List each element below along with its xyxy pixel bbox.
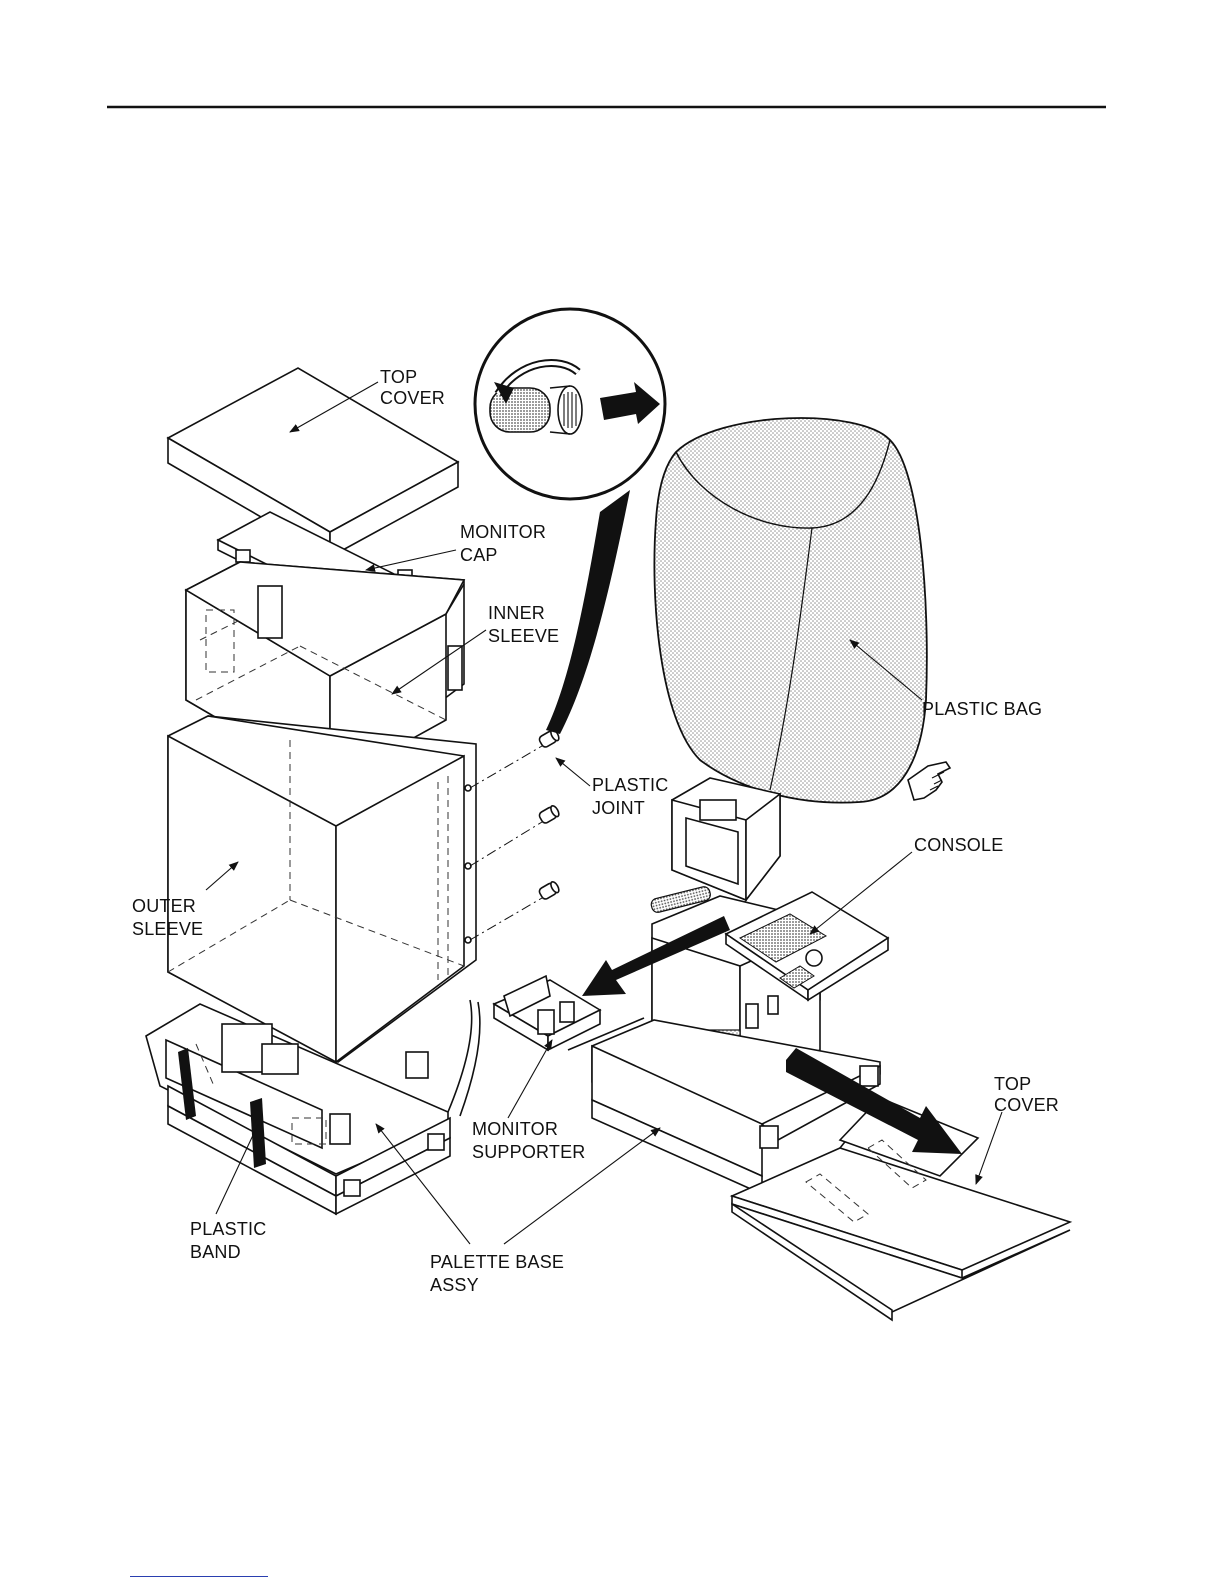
label-plastic-joint-line1: PLASTIC	[592, 775, 668, 795]
pointing-hand-icon	[908, 762, 950, 800]
label-plastic-bag: PLASTIC BAG	[922, 699, 1042, 719]
label-monitor-cap-line2: CAP	[460, 545, 498, 565]
label-outer-sleeve-line1: OUTER	[132, 896, 196, 916]
label-console: CONSOLE	[914, 835, 1003, 855]
label-palette-base-line1: PALETTE BASE	[430, 1252, 564, 1272]
label-plastic-joint-line2: JOINT	[592, 798, 645, 818]
label-plastic-band-line2: BAND	[190, 1242, 241, 1262]
plastic-joints	[470, 729, 560, 941]
label-top-cover-1-line2: COVER	[380, 388, 445, 408]
label-inner-sleeve-line2: SLEEVE	[488, 626, 559, 646]
footer-rule	[130, 1576, 268, 1577]
label-outer-sleeve-line2: SLEEVE	[132, 919, 203, 939]
plastic-bag	[654, 418, 926, 803]
label-monitor-cap-line1: MONITOR	[460, 522, 546, 542]
label-palette-base-line2: ASSY	[430, 1275, 479, 1295]
label-top-cover-2-line1: TOP	[994, 1074, 1031, 1094]
label-monitor-supporter-line2: SUPPORTER	[472, 1142, 586, 1162]
label-top-cover-2-line2: COVER	[994, 1095, 1059, 1115]
monitor-supporter	[494, 976, 600, 1050]
label-monitor-supporter-line1: MONITOR	[472, 1119, 558, 1139]
label-inner-sleeve-line1: INNER	[488, 603, 545, 623]
label-plastic-band-line1: PLASTIC	[190, 1219, 266, 1239]
label-top-cover-1-line1: TOP	[380, 367, 417, 387]
